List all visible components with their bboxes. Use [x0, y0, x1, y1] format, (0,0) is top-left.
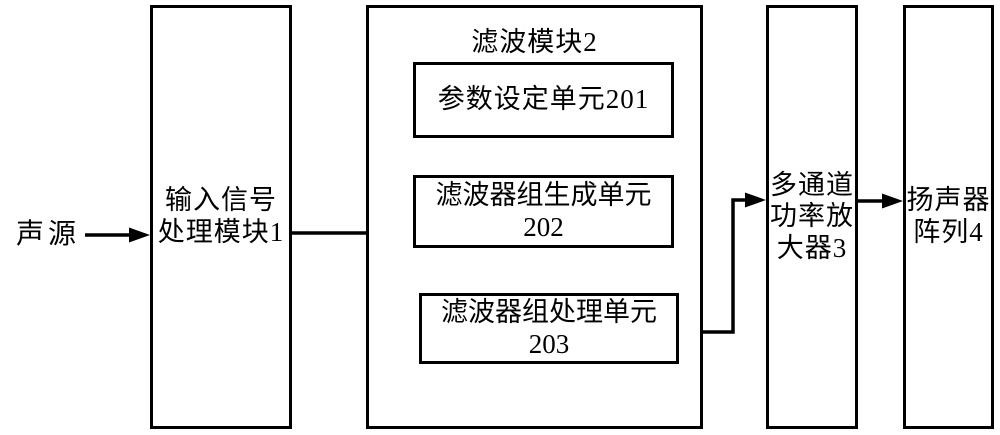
speaker-array-label: 扬声器 阵列4 — [906, 185, 991, 247]
filterbank-processing-unit-label: 滤波器组处理单元203 — [441, 296, 657, 359]
speaker-array-box: 扬声器 阵列4 — [903, 5, 994, 429]
arrowhead-icon — [745, 192, 766, 208]
arrow-amplifier-to-speaker-array — [857, 193, 903, 209]
parameter-setting-unit-label: 参数设定单元201 — [437, 84, 650, 115]
filterbank-processing-unit-box: 滤波器组处理单元203 — [419, 293, 679, 364]
input-signal-processing-module-box: 输入信号 处理模块1 — [150, 5, 292, 429]
arrow-source-to-input-module — [85, 227, 150, 243]
source-label: 声源 — [16, 219, 81, 250]
multichannel-power-amplifier-box: 多通道 功率放 大器3 — [766, 5, 858, 429]
arrowhead-icon — [129, 227, 150, 243]
filterbank-generation-unit-box: 滤波器组生成单元202 — [413, 175, 674, 248]
multichannel-power-amplifier-label: 多通道 功率放 大器3 — [770, 169, 854, 263]
arrowhead-icon — [882, 193, 903, 209]
input-signal-processing-module-label: 输入信号 处理模块1 — [157, 185, 285, 247]
parameter-setting-unit-box: 参数设定单元201 — [413, 62, 674, 138]
filterbank-generation-unit-label: 滤波器组生成单元202 — [435, 179, 652, 242]
filter-module-title: 滤波模块2 — [471, 27, 598, 57]
